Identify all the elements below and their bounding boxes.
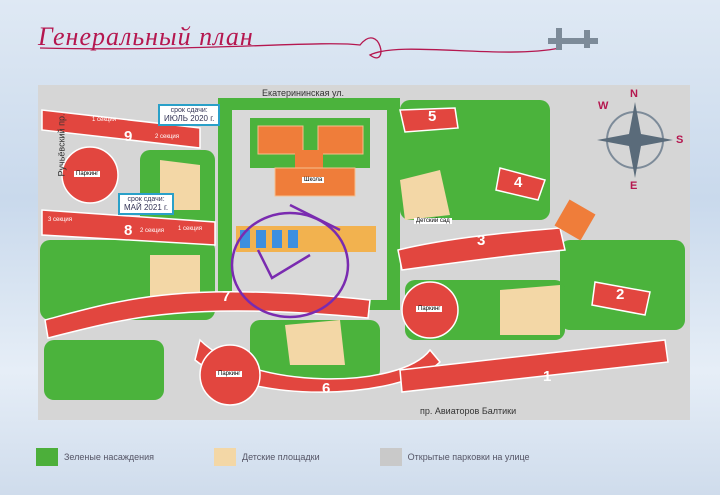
hand-drawn-circle-annotation — [230, 211, 350, 319]
school-label: Школа — [302, 177, 325, 183]
compass-s: S — [676, 134, 684, 146]
legend: Зеленые насаждения Детские площадки Откр… — [36, 448, 590, 466]
trees-icon — [36, 448, 58, 466]
residential-buildings — [41, 107, 669, 406]
parking-label: Паркинг — [74, 171, 101, 177]
car-parking-icon — [379, 448, 402, 466]
building-number: 5 — [428, 108, 437, 125]
compass-n: N — [630, 88, 638, 100]
building-number: 2 — [616, 286, 625, 303]
callout-label: срок сдачи: — [170, 107, 208, 114]
compass-rose-icon — [597, 102, 673, 178]
building-number: 1 — [543, 368, 552, 385]
building-number: 7 — [222, 288, 231, 305]
building-number: 8 — [124, 222, 133, 239]
section-label: 2 секция — [155, 134, 180, 140]
legend-item: Детские площадки — [213, 448, 320, 466]
biplane-icon — [548, 28, 598, 50]
street-label-bottom: пр. Авиаторов Балтики — [420, 406, 517, 416]
legend-label: Открытые парковки на улице — [407, 452, 530, 462]
callout-label: срок сдачи: — [127, 196, 165, 203]
section-label: 1 секция — [178, 226, 203, 232]
ribbon-decoration — [39, 37, 561, 59]
page-title: Генеральный план — [38, 22, 254, 51]
legend-item: Зеленые насаждения — [36, 448, 154, 466]
section-label: 3 секция — [48, 217, 73, 223]
compass-e: E — [630, 180, 638, 192]
parking-label: Паркинг — [216, 371, 243, 377]
playground-icon — [213, 448, 236, 466]
kindergarten-label: Детский сад — [414, 218, 452, 224]
callout-date: МАЙ 2021 г. — [124, 203, 169, 212]
compass-w: W — [598, 100, 609, 112]
kindergarten-building — [554, 199, 596, 241]
street-label-left: Ручьёвский пр. — [56, 113, 67, 177]
section-label: 1 секция — [92, 117, 117, 123]
building-number: 3 — [477, 232, 486, 249]
building-number: 9 — [124, 128, 133, 145]
parking-label: Паркинг — [416, 306, 443, 312]
legend-label: Детские площадки — [241, 452, 320, 462]
legend-item: Открытые парковки на улице — [379, 448, 530, 466]
deadline-callout: срок сдачи:ИЮЛЬ 2020 г. — [158, 104, 221, 126]
section-label: 2 секция — [140, 228, 165, 234]
deadline-callout: срок сдачи:МАЙ 2021 г. — [118, 193, 175, 215]
legend-label: Зеленые насаждения — [64, 452, 154, 462]
street-label-top: Екатерининская ул. — [262, 88, 345, 98]
building-number: 4 — [514, 174, 523, 191]
callout-date: ИЮЛЬ 2020 г. — [164, 114, 215, 123]
building-number: 6 — [322, 380, 331, 397]
